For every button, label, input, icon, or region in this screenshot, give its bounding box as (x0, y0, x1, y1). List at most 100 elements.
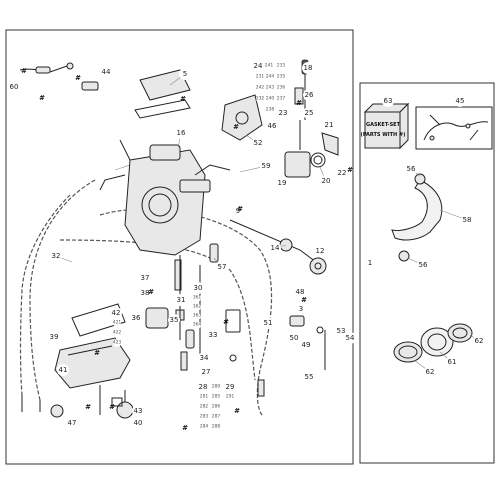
choke-linkage (19, 62, 99, 91)
callout-35-bubble (168, 314, 180, 326)
callout-22-text: 22 (338, 169, 347, 177)
side-callout-62-text: 62 (475, 337, 484, 345)
gasket-hash-mark: # (296, 99, 302, 107)
callout-51: 51 (262, 317, 274, 329)
callout-60-bubble (8, 81, 20, 93)
sub-callout-423: 423 (113, 339, 121, 347)
callout-34: 34 (198, 352, 210, 364)
side-callout-62: 62 (424, 366, 436, 378)
callout-51-bubble (262, 317, 274, 329)
callout-14: 14 (269, 242, 281, 254)
callout-19-text: 19 (278, 179, 287, 187)
screws (21, 315, 326, 412)
callout-43-bubble (132, 405, 144, 417)
side-callout-62: 62 (473, 335, 485, 347)
callout-23-bubble (277, 107, 289, 119)
callout-35-text: 35 (170, 316, 179, 324)
sub-callout-281-bubble (200, 393, 208, 401)
sub-callout-231-text: 231 (256, 74, 265, 80)
sub-callout-284: 284 (200, 423, 208, 431)
sub-callout-285-bubble (212, 393, 220, 401)
gasket-hash-mark: # (233, 123, 239, 131)
callout-1-bubble (364, 257, 376, 269)
gasket-hash-mark: # (182, 424, 188, 432)
gasket-hash-mark: # (85, 403, 91, 411)
callout-28: 28 (197, 381, 209, 393)
sub-callout-287: 287 (212, 413, 220, 421)
callout-41-bubble (57, 364, 69, 376)
callout-19: 19 (276, 177, 288, 189)
side-callout-56-text: 56 (419, 261, 428, 269)
callout-20: 20 (320, 175, 332, 187)
gasket-box-line1: GASKET-SET (366, 122, 401, 128)
side-callout-56-bubble (417, 259, 429, 271)
callout-47: 47 (66, 417, 78, 429)
sub-callout-363-text: 363 (193, 313, 202, 319)
sub-callout-240-bubble (266, 95, 274, 103)
sub-callout-238-text: 238 (266, 107, 275, 113)
callout-59: 59 (260, 160, 272, 172)
callout-41: 41 (57, 364, 69, 376)
gasket-hash-mark: # (39, 94, 45, 102)
callout-1: 1 (364, 257, 376, 269)
callout-52-text: 52 (254, 139, 263, 147)
callout-40-bubble (132, 417, 144, 429)
callout-18: 18 (302, 62, 314, 74)
gasket-hash-mark: # (180, 95, 186, 103)
callout-57-text: 57 (218, 263, 227, 271)
sub-callout-232: 232 (256, 95, 264, 103)
callout-42-text: 42 (112, 309, 121, 317)
gasket-hash-mark: # (148, 288, 154, 296)
callout-23-text: 23 (279, 109, 288, 117)
sub-callout-237: 237 (277, 95, 285, 103)
callout-22-bubble (336, 167, 348, 179)
callout-59-bubble (260, 160, 272, 172)
side-callout-62-text: 62 (426, 368, 435, 376)
callout-31: 31 (175, 294, 187, 306)
callout-39: 39 (48, 331, 60, 343)
callout-53-text: 53 (337, 327, 346, 335)
callout-3: 3 (295, 303, 307, 315)
sub-callout-282-bubble (200, 403, 208, 411)
callout-54-text: 54 (346, 334, 355, 342)
callout-38-bubble (139, 287, 151, 299)
sub-callout-283: 283 (200, 413, 208, 421)
callout-25: 25 (303, 107, 315, 119)
callout-33-text: 33 (209, 331, 218, 339)
sub-callout-232-bubble (256, 95, 264, 103)
sub-callout-289-bubble (212, 383, 220, 391)
callout-24-text: 24 (254, 62, 263, 70)
callout-43-text: 43 (134, 407, 143, 415)
sub-callout-291: 291 (226, 393, 235, 401)
callout-39-text: 39 (50, 333, 59, 341)
breather-hose-kit (415, 106, 493, 150)
sub-callout-291-text: 291 (226, 394, 235, 400)
sub-callout-422-text: 422 (113, 330, 122, 336)
callout-53-bubble (335, 325, 347, 337)
sub-callout-287-bubble (212, 413, 220, 421)
callout-34-text: 34 (200, 354, 209, 362)
callout-52-bubble (252, 137, 264, 149)
gasket-hash-marks: ################ (21, 67, 353, 432)
callout-46: 46 (266, 120, 278, 132)
callout-44-bubble (100, 66, 112, 78)
callout-39-bubble (48, 331, 60, 343)
main-frame (5, 29, 354, 465)
sub-callout-235: 235 (277, 73, 285, 81)
callout-37: 37 (139, 272, 151, 284)
side-callout-58-bubble (461, 214, 473, 226)
sub-callout-236-bubble (277, 84, 285, 92)
sub-callout-362-bubble (193, 303, 201, 311)
callout-25-text: 25 (305, 109, 314, 117)
callout-9-text: 9 (236, 207, 240, 215)
sub-callout-283-bubble (200, 413, 208, 421)
callout-42: 42 (110, 307, 122, 319)
sub-callout-285: 285 (212, 393, 220, 401)
callout-57-bubble (216, 261, 228, 273)
sub-callout-231-bubble (256, 73, 264, 81)
callout-49-text: 49 (302, 341, 311, 349)
sub-callout-364-text: 364 (193, 322, 202, 328)
sub-callout-241: 241 (265, 62, 273, 70)
